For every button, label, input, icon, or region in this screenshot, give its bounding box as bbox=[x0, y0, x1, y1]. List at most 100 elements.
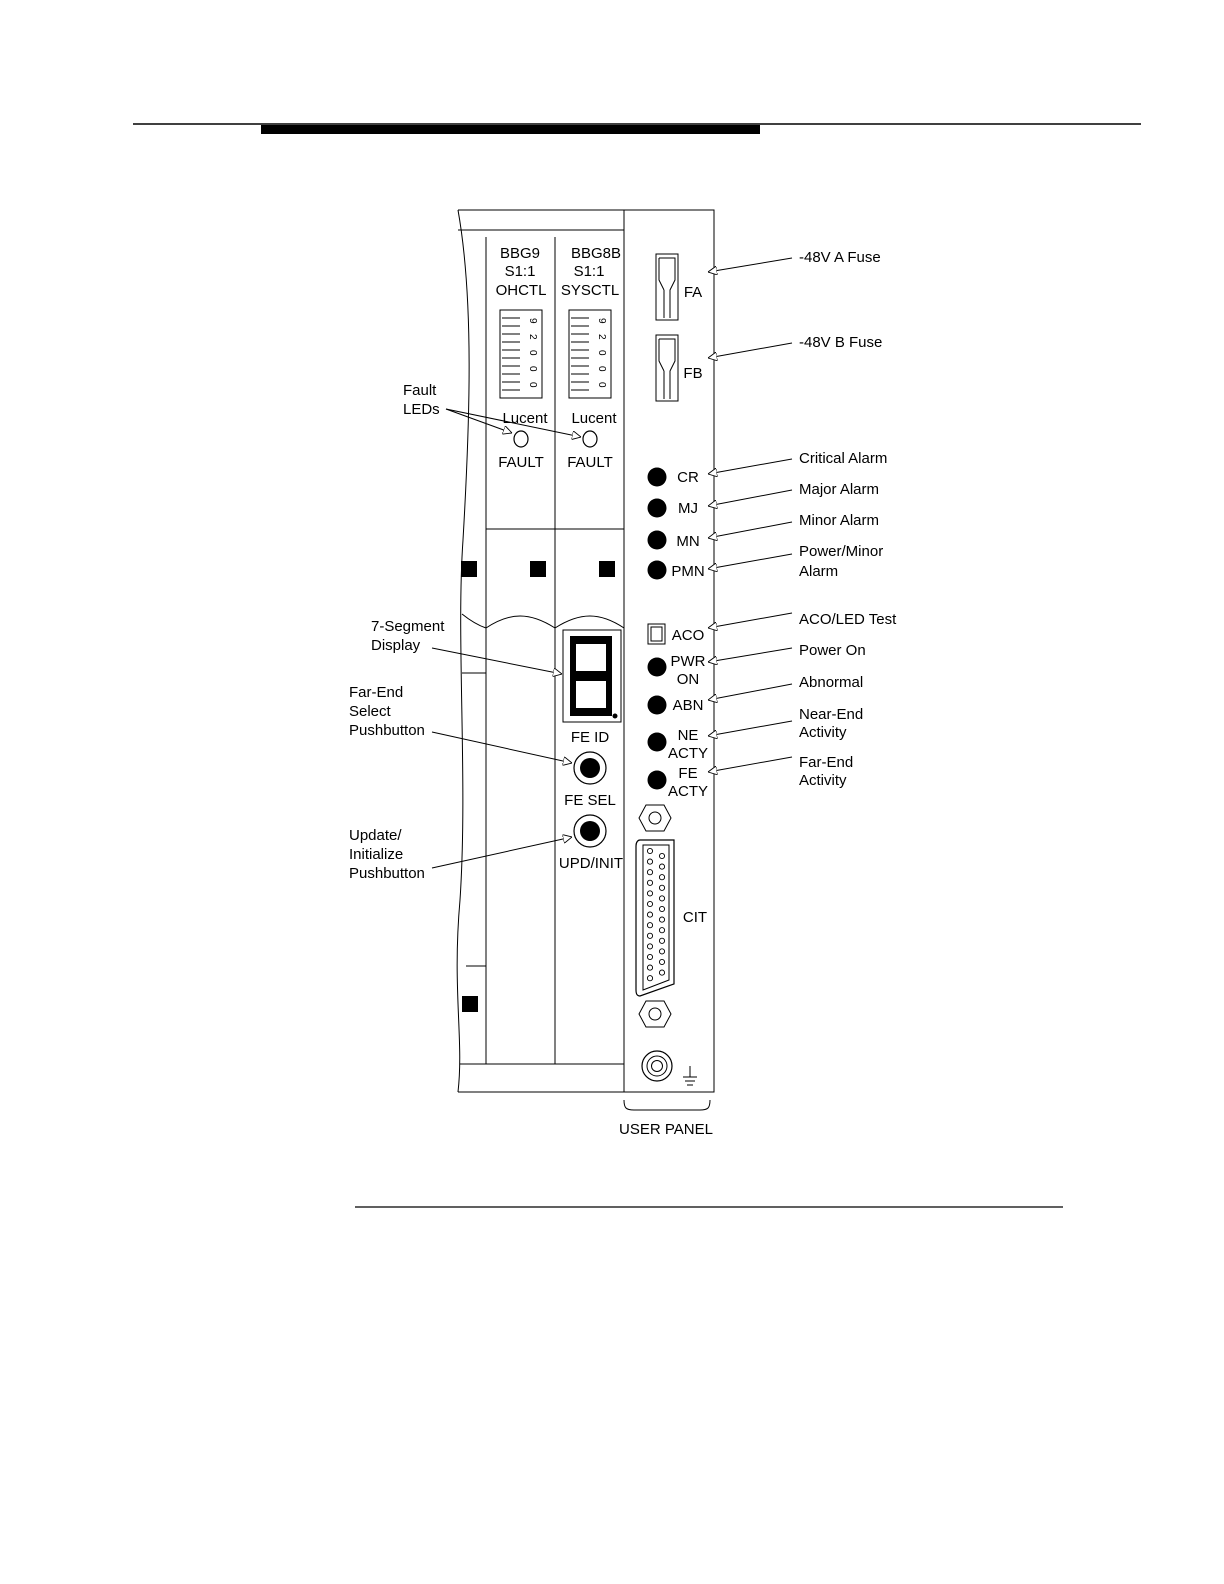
dip-digit: 0 bbox=[527, 366, 538, 372]
dip-digit: 0 bbox=[596, 382, 607, 388]
connector-pin bbox=[658, 927, 666, 934]
abnormal-label: ABN bbox=[673, 697, 704, 714]
connector-pin bbox=[646, 911, 654, 918]
dip-switch bbox=[499, 309, 543, 399]
near-end-label-1: NE bbox=[678, 727, 699, 744]
connector-pin bbox=[646, 869, 654, 876]
svg-text:Activity: Activity bbox=[799, 772, 847, 789]
power-minor-led bbox=[647, 560, 667, 580]
header-bar bbox=[261, 125, 760, 134]
svg-text:Alarm: Alarm bbox=[799, 563, 838, 580]
connector-pin bbox=[658, 916, 666, 923]
svg-text:Minor Alarm: Minor Alarm bbox=[799, 512, 879, 529]
user-panel-label: USER PANEL bbox=[619, 1121, 713, 1138]
latch-square bbox=[461, 561, 477, 577]
seven-segment-display bbox=[562, 629, 622, 723]
svg-text:Abnormal: Abnormal bbox=[799, 674, 863, 691]
update-init-pushbutton[interactable] bbox=[573, 814, 607, 848]
svg-text:Major Alarm: Major Alarm bbox=[799, 481, 879, 498]
dip-digit: 0 bbox=[596, 366, 607, 372]
ground-symbol-icon bbox=[683, 1066, 697, 1086]
near-end-activity-led bbox=[647, 732, 667, 752]
connector-pin bbox=[646, 975, 654, 982]
callout-far-end-select: Far-End Select Pushbutton bbox=[349, 684, 572, 763]
dip-digit: 2 bbox=[596, 334, 607, 340]
shelf-outline bbox=[456, 209, 715, 1093]
callout-far-end: Far-End Activity bbox=[708, 754, 853, 789]
svg-text:-48V A Fuse: -48V A Fuse bbox=[799, 249, 881, 266]
fe-select-pushbutton[interactable] bbox=[573, 751, 607, 785]
connector-pin bbox=[658, 852, 666, 860]
aco-button[interactable] bbox=[647, 623, 666, 645]
fault-led bbox=[513, 430, 529, 448]
cit-connector[interactable] bbox=[635, 839, 675, 997]
connector-pin bbox=[646, 964, 654, 971]
callout-fault-leds: Fault LEDs bbox=[403, 382, 581, 437]
critical-alarm-label: CR bbox=[677, 469, 699, 486]
power-on-label-1: PWR bbox=[671, 653, 706, 670]
callout-critical: Critical Alarm bbox=[708, 450, 887, 474]
far-end-activity-led bbox=[647, 770, 667, 790]
connector-pin bbox=[658, 905, 666, 913]
brand-logo: Lucent bbox=[502, 410, 548, 427]
svg-text:Far-End: Far-End bbox=[349, 684, 403, 701]
callout-7-segment: 7-Segment Display bbox=[371, 618, 562, 674]
fuse-b-label: FB bbox=[683, 365, 702, 382]
card-name: SYSCTL bbox=[561, 282, 619, 299]
svg-text:Power/Minor: Power/Minor bbox=[799, 543, 883, 560]
aco-label: ACO bbox=[672, 627, 705, 644]
hex-nut-icon bbox=[638, 804, 672, 832]
connector-pin bbox=[646, 858, 654, 865]
svg-text:7-Segment: 7-Segment bbox=[371, 618, 445, 635]
fault-label: FAULT bbox=[567, 454, 613, 471]
connector-pin bbox=[658, 937, 666, 944]
brand-logo: Lucent bbox=[571, 410, 617, 427]
callout-power-on: Power On bbox=[708, 642, 866, 662]
callout-abnormal: Abnormal bbox=[708, 674, 863, 700]
latch-square bbox=[462, 996, 478, 1012]
svg-text:ACO/LED Test: ACO/LED Test bbox=[799, 611, 897, 628]
minor-alarm-led bbox=[647, 530, 667, 550]
near-end-label-2: ACTY bbox=[668, 745, 708, 762]
fuse-a-label: FA bbox=[684, 284, 702, 301]
card-name: OHCTL bbox=[496, 282, 547, 299]
far-end-label-1: FE bbox=[678, 765, 697, 782]
connector-pin bbox=[646, 847, 654, 855]
connector-pin bbox=[658, 884, 666, 891]
svg-text:Update/: Update/ bbox=[349, 827, 402, 844]
fuse-a[interactable] bbox=[655, 253, 679, 321]
svg-text:Initialize: Initialize bbox=[349, 846, 403, 863]
dip-digit: 9 bbox=[596, 318, 607, 324]
cit-label: CIT bbox=[683, 909, 707, 926]
card-code: BBG9 bbox=[500, 245, 540, 262]
fe-sel-label: FE SEL bbox=[564, 792, 616, 809]
connector-pin bbox=[646, 943, 654, 950]
power-minor-label: PMN bbox=[671, 563, 704, 580]
svg-text:Activity: Activity bbox=[799, 724, 847, 741]
user-panel-brace bbox=[623, 1099, 711, 1111]
far-end-label-2: ACTY bbox=[668, 783, 708, 800]
fuse-b[interactable] bbox=[655, 334, 679, 402]
dip-digit: 0 bbox=[527, 350, 538, 356]
fault-label: FAULT bbox=[498, 454, 544, 471]
card-slot: S1:1 bbox=[505, 263, 536, 280]
callout-power-minor: Power/Minor Alarm bbox=[708, 543, 883, 580]
svg-text:Display: Display bbox=[371, 637, 421, 654]
dip-digit: 0 bbox=[527, 382, 538, 388]
svg-text:Pushbutton: Pushbutton bbox=[349, 722, 425, 739]
connector-pin bbox=[646, 922, 654, 929]
connector-pin bbox=[658, 969, 666, 976]
connector-pin bbox=[658, 863, 666, 870]
svg-text:Near-End: Near-End bbox=[799, 706, 863, 723]
dip-digit: 2 bbox=[527, 334, 538, 340]
fault-led bbox=[582, 430, 598, 448]
callout-minor: Minor Alarm bbox=[708, 512, 879, 538]
connector-pin bbox=[646, 900, 654, 908]
ground-jack-icon bbox=[641, 1050, 673, 1082]
connector-pin bbox=[658, 958, 666, 966]
fe-id-label: FE ID bbox=[571, 729, 610, 746]
svg-text:LEDs: LEDs bbox=[403, 401, 440, 418]
card-bbg8b: BBG8B S1:1 SYSCTL 9 2 0 0 0 Lucent FAULT… bbox=[559, 245, 623, 872]
callout-major: Major Alarm bbox=[708, 481, 879, 506]
major-alarm-led bbox=[647, 498, 667, 518]
